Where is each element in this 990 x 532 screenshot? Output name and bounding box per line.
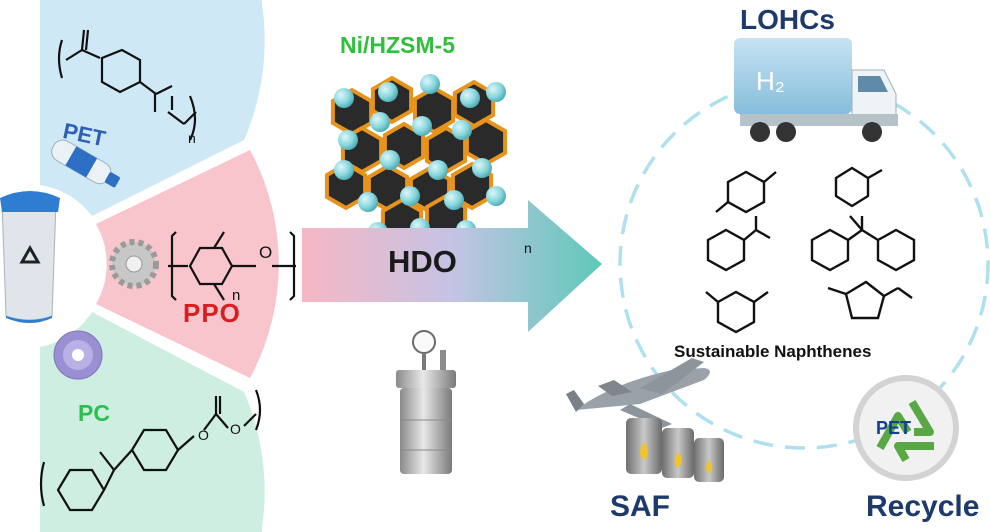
airplane-icon [566,358,710,428]
saf-label: SAF [610,490,670,523]
fuel-barrels-icon [626,418,724,482]
nickel-particle [444,190,464,210]
catalyst-label: Ni/HZSM-5 [340,32,455,58]
naphthenes-label: Sustainable Naphthenes [674,342,872,361]
pet-subscript-n: n [188,130,196,146]
ppo-oxygen-atom: O [259,243,273,262]
lohcs-label: LOHCs [740,4,835,35]
recycle-label: Recycle [866,490,980,523]
pc-label: PC [78,400,110,426]
pet-bottle-icon [51,139,120,188]
hdo-arrow [302,200,602,332]
nickel-particle [460,88,480,108]
nickel-particle [400,186,420,206]
nickel-particle [486,82,506,102]
nickel-particle [358,192,378,212]
nickel-particle [378,82,398,102]
ppo-sector [96,150,279,378]
pet-structure [57,29,197,141]
gear-icon [109,239,159,289]
ppo-subscript-n: n [232,287,241,304]
nickel-particle [334,88,354,108]
nickel-particle [452,120,472,140]
nickel-particle [428,160,448,180]
ppo-label: PPO [183,298,241,328]
nickel-particle [412,116,432,136]
truck-h2-mark: H₂ [756,66,785,96]
recycle-logo-text: PET [876,418,912,438]
recycle-logo [853,375,959,481]
cd-disc-icon [53,330,103,380]
hydrogen-truck-icon [734,38,898,142]
nickel-particle [370,112,390,132]
nickel-particle [486,186,506,206]
pc-structure [39,389,262,512]
process-label: HDO [388,244,457,279]
nickel-particle [420,74,440,94]
nickel-particle [334,160,354,180]
svg-text:O: O [230,421,241,437]
nickel-particle [338,130,358,150]
ppo-structure [168,231,296,301]
nickel-particle [380,150,400,170]
pc-subscript-n: n [524,240,532,256]
nickel-particle [472,158,492,178]
trash-bin-icon [0,191,60,323]
svg-text:O: O [198,427,209,443]
catalyst-framework [324,74,508,247]
reactor-icon [396,330,456,474]
zeolite-cage [464,117,508,167]
naphthene-molecules [705,166,916,334]
